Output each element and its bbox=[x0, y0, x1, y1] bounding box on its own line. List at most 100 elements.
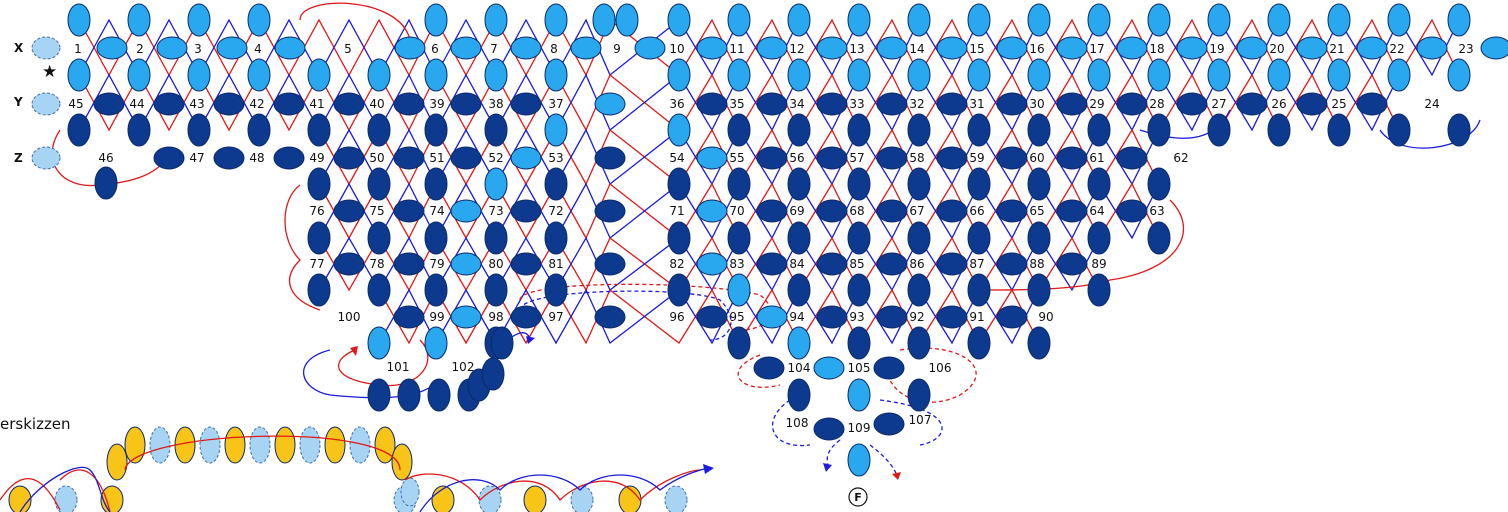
bead-number-label: 6 bbox=[431, 42, 439, 56]
bead-number-label: 24 bbox=[1424, 97, 1439, 111]
sketch-bead bbox=[124, 426, 146, 464]
bead bbox=[93, 92, 125, 116]
bead bbox=[450, 146, 482, 170]
bead bbox=[450, 199, 482, 223]
bead bbox=[907, 113, 931, 147]
bead bbox=[333, 146, 365, 170]
bead-number-label: 13 bbox=[849, 42, 864, 56]
bead-number-label: 98 bbox=[488, 310, 503, 324]
bead-number-label: 25 bbox=[1331, 97, 1346, 111]
bead-number-label: 35 bbox=[729, 97, 744, 111]
bead bbox=[484, 221, 508, 255]
bead bbox=[307, 273, 331, 307]
bead bbox=[667, 273, 691, 307]
thread-red-dashed bbox=[737, 347, 977, 403]
bead bbox=[490, 326, 514, 360]
bead-number-label: 50 bbox=[369, 151, 384, 165]
bead bbox=[153, 92, 185, 116]
bead-number-label: 40 bbox=[369, 97, 384, 111]
bead-number-label: 70 bbox=[729, 204, 744, 218]
bead bbox=[307, 167, 331, 201]
bead bbox=[393, 252, 425, 276]
bead bbox=[544, 167, 568, 201]
bead-number-label: 100 bbox=[338, 310, 361, 324]
bead-number-label: 46 bbox=[98, 151, 113, 165]
bead bbox=[393, 305, 425, 329]
bead bbox=[510, 92, 542, 116]
bead bbox=[727, 326, 751, 360]
bead bbox=[727, 113, 751, 147]
bead bbox=[156, 36, 188, 60]
bead bbox=[1116, 146, 1148, 170]
bead bbox=[424, 167, 448, 201]
bead bbox=[787, 167, 811, 201]
bead bbox=[967, 221, 991, 255]
bead bbox=[1147, 221, 1171, 255]
bead bbox=[1027, 221, 1051, 255]
bead bbox=[1176, 36, 1208, 60]
start-star-icon: ★ bbox=[42, 62, 57, 82]
bead-number-label: 59 bbox=[969, 151, 984, 165]
bead bbox=[307, 221, 331, 255]
bead bbox=[247, 3, 271, 37]
bead-number-label: 11 bbox=[729, 42, 744, 56]
bead bbox=[544, 221, 568, 255]
bead bbox=[1207, 3, 1231, 37]
bead bbox=[333, 252, 365, 276]
bead-number-label: 109 bbox=[848, 421, 871, 435]
bead bbox=[307, 113, 331, 147]
bead bbox=[1027, 3, 1051, 37]
bead-number-label: 65 bbox=[1029, 204, 1044, 218]
bead-number-label: 4 bbox=[254, 42, 262, 56]
bead bbox=[367, 113, 391, 147]
arrow-icon bbox=[703, 464, 714, 474]
bead-number-label: 15 bbox=[969, 42, 984, 56]
bead-number-label: 91 bbox=[969, 310, 984, 324]
bead-number-label: 41 bbox=[309, 97, 324, 111]
bead bbox=[667, 221, 691, 255]
bead-number-label: 77 bbox=[309, 257, 324, 271]
bead bbox=[753, 356, 785, 380]
sketch-bead bbox=[299, 426, 321, 464]
bead-number-label: 72 bbox=[548, 204, 563, 218]
bead bbox=[247, 113, 271, 147]
bead bbox=[907, 273, 931, 307]
bead bbox=[876, 305, 908, 329]
bead bbox=[1480, 36, 1508, 60]
bead bbox=[907, 58, 931, 92]
bead bbox=[813, 417, 845, 441]
bead bbox=[510, 36, 542, 60]
bead bbox=[67, 58, 91, 92]
bead bbox=[67, 113, 91, 147]
bead-number-label: 69 bbox=[789, 204, 804, 218]
bead bbox=[544, 58, 568, 92]
bead bbox=[756, 305, 788, 329]
bead bbox=[450, 252, 482, 276]
bead bbox=[1267, 3, 1291, 37]
bead bbox=[847, 58, 871, 92]
bead bbox=[1116, 92, 1148, 116]
bead-number-label: 81 bbox=[548, 257, 563, 271]
bead bbox=[484, 167, 508, 201]
bead-number-label: 80 bbox=[488, 257, 503, 271]
bead-number-label: 18 bbox=[1149, 42, 1164, 56]
bead-number-label: 33 bbox=[849, 97, 864, 111]
bead-number-label: 3 bbox=[194, 42, 202, 56]
bead bbox=[592, 3, 616, 37]
bead-number-label: 73 bbox=[488, 204, 503, 218]
bead-number-label: 43 bbox=[189, 97, 204, 111]
bead bbox=[667, 3, 691, 37]
bead bbox=[1356, 92, 1388, 116]
bead bbox=[936, 92, 968, 116]
bead bbox=[996, 36, 1028, 60]
bead-number-label: 44 bbox=[129, 97, 144, 111]
bead-number-label: 71 bbox=[669, 204, 684, 218]
bead bbox=[1267, 58, 1291, 92]
bead bbox=[816, 252, 848, 276]
bead bbox=[876, 92, 908, 116]
sketch-bead bbox=[618, 485, 642, 512]
thread-blue bbox=[78, 73, 1400, 132]
row-z-start-bead bbox=[31, 146, 61, 170]
bead bbox=[876, 146, 908, 170]
bead-number-label: 10 bbox=[669, 42, 684, 56]
